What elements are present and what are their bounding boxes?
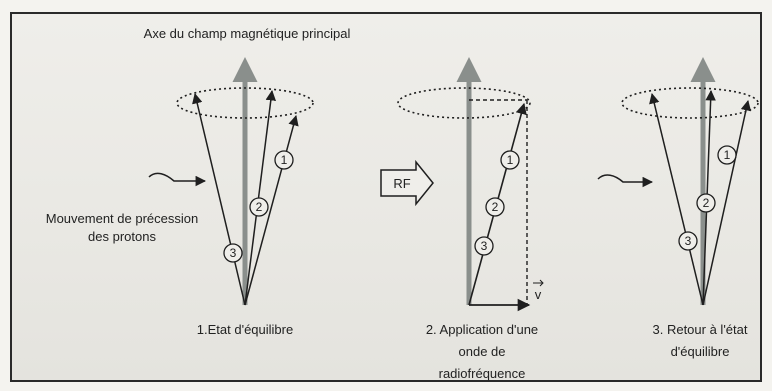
marker-circle bbox=[274, 150, 294, 170]
axis-title: Axe du champ magnétique principal bbox=[144, 26, 351, 41]
panel-rf-application: v 1 2 3 RF 2. Application d'une onde de … bbox=[380, 57, 544, 381]
marker-circle bbox=[717, 145, 737, 165]
marker-number: 1 bbox=[507, 153, 514, 167]
v-vector-arrowhead bbox=[539, 279, 544, 287]
marker-circle bbox=[474, 236, 494, 256]
panel3-caption: 3. Retour à l'état bbox=[653, 322, 748, 337]
marker-number: 3 bbox=[481, 239, 488, 253]
marker-number: 2 bbox=[256, 200, 263, 214]
precession-arrow-1 bbox=[148, 172, 207, 187]
diagram-frame bbox=[10, 12, 762, 382]
panel-return-equilibrium: 1 2 3 3. Retour à l'état d'équilibre bbox=[597, 57, 759, 359]
panel1-caption: 1.Etat d'équilibre bbox=[197, 322, 293, 337]
marker-circle bbox=[249, 197, 269, 217]
precession-label: des protons bbox=[88, 229, 156, 244]
marker-number: 3 bbox=[685, 234, 692, 248]
v-label: v bbox=[535, 287, 542, 302]
marker-circle bbox=[678, 231, 698, 251]
marker-number: 2 bbox=[703, 196, 710, 210]
precession-label: Mouvement de précession bbox=[46, 211, 198, 226]
panel2-caption: 2. Application d'une bbox=[426, 322, 538, 337]
marker-circle bbox=[223, 243, 243, 263]
precession-orbit-1 bbox=[176, 87, 314, 119]
marker-circle bbox=[500, 150, 520, 170]
proton-vector-3 bbox=[192, 92, 246, 306]
proton-vector-1 bbox=[244, 114, 299, 306]
panel2-caption: radiofréquence bbox=[439, 366, 526, 381]
precession-orbit-2 bbox=[397, 87, 531, 119]
rf-arrow bbox=[380, 159, 434, 207]
precession-arrow-3 bbox=[597, 174, 654, 188]
marker-circle bbox=[485, 197, 505, 217]
marker-circle bbox=[696, 193, 716, 213]
panel2-caption: onde de bbox=[459, 344, 506, 359]
marker-number: 1 bbox=[281, 153, 288, 167]
marker-number: 2 bbox=[492, 200, 499, 214]
proton-vector-1 bbox=[702, 99, 752, 306]
rf-label: RF bbox=[393, 176, 410, 191]
panel3-caption: d'équilibre bbox=[671, 344, 730, 359]
marker-number: 1 bbox=[724, 148, 731, 162]
panel-equilibrium: 1 2 3 Mouvement de précession des proton… bbox=[46, 57, 314, 337]
marker-number: 3 bbox=[230, 246, 237, 260]
precession-orbit-3 bbox=[621, 87, 759, 119]
proton-vector-3 bbox=[649, 92, 704, 306]
